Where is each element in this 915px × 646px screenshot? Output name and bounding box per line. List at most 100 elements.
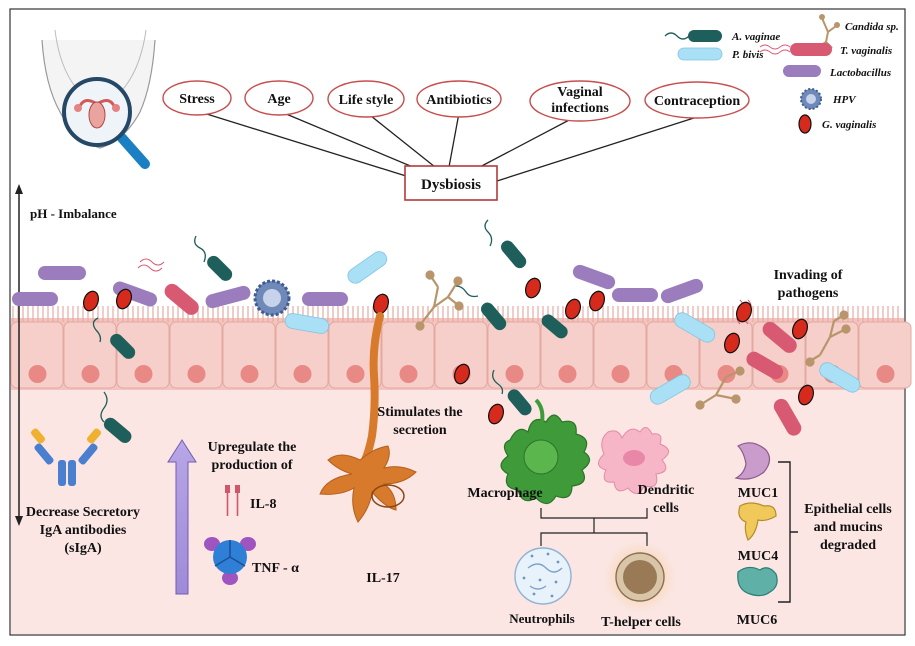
legend-a-vaginae-label: A. vaginae [731, 31, 780, 43]
legend-g-vaginalis-label: G. vaginalis [822, 119, 876, 131]
cell-nucleus [28, 365, 47, 383]
g-vaginalis-group [82, 277, 815, 425]
cell-nucleus [717, 365, 736, 383]
a-vaginae [92, 317, 136, 359]
cell-nucleus [346, 365, 365, 383]
t-helper-cell-icon [604, 541, 676, 613]
factor-antibiotics-label: Antibiotics [426, 93, 492, 108]
lactobacillus [112, 281, 158, 307]
legend: A. vaginae P. bivis Candida sp. T. vagin… [664, 14, 899, 134]
muc1-icon [734, 442, 771, 480]
cell-nucleus [611, 365, 630, 383]
t-vaginalis [164, 283, 199, 315]
siga-label-3: (sIgA) [64, 541, 102, 556]
magnifier-icon [62, 77, 150, 169]
ph-imbalance-label: pH - Imbalance [30, 206, 117, 221]
lactobacillus [660, 278, 704, 304]
cell-nucleus [399, 365, 418, 383]
legend-lactobacillus-label: Lactobacillus [829, 67, 891, 79]
dendritic-label-1: Dendritic [638, 483, 695, 498]
muc4-icon [738, 502, 777, 541]
epithelial-cell [63, 321, 117, 389]
epithelial-label-1: Epithelial cells [804, 502, 892, 517]
legend-candida: Candida sp. [816, 14, 899, 50]
epithelial-cell [858, 321, 912, 389]
factor-antibiotics: Antibiotics [416, 80, 502, 118]
factor-lifestyle-label: Life style [339, 93, 394, 108]
cell-nucleus [558, 365, 577, 383]
cell-nucleus [293, 365, 312, 383]
legend-p-bivis-label: P. bivis [732, 49, 764, 61]
legend-hpv-label: HPV [832, 94, 857, 106]
legend-t-vaginalis: T. vaginalis [759, 43, 892, 57]
p-bivis [347, 251, 388, 284]
factor-stress: Stress [162, 80, 232, 116]
epithelial-cell [169, 321, 223, 389]
epithelial-cell [434, 321, 488, 389]
t-vaginalis [773, 398, 802, 436]
upregulate-label-2: production of [211, 458, 292, 473]
siga-label-1: Decrease Secretory [26, 505, 140, 520]
macrophage-icon [500, 398, 591, 505]
legend-a-vaginae: A. vaginae [664, 30, 780, 43]
neutrophils-label: Neutrophils [509, 611, 575, 626]
factor-contraception: Contraception [644, 81, 750, 119]
lactobacillus [572, 264, 616, 290]
invading-label-1: Invading of [774, 268, 843, 283]
factor-lifestyle: Life style [327, 80, 405, 118]
factor-vaginal-infections-label-1: Vaginal [557, 85, 603, 100]
p-bivis [674, 312, 716, 343]
cell-nucleus [81, 365, 100, 383]
a-vaginae [455, 285, 507, 331]
a-vaginae [484, 219, 527, 269]
dysbiosis-label: Dysbiosis [421, 177, 481, 193]
il17-label: IL-17 [366, 571, 399, 586]
mucin-bracket [778, 461, 798, 603]
factor-age: Age [244, 80, 314, 116]
immune-connectors [540, 508, 648, 546]
stimulates-label-2: secretion [393, 423, 447, 438]
tnf-label: TNF - α [252, 561, 299, 576]
lactobacillus [205, 285, 251, 309]
epithelial-cell [593, 321, 647, 389]
legend-t-vaginalis-label: T. vaginalis [840, 45, 892, 57]
cell-nucleus [134, 365, 153, 383]
factor-vaginal-infections: Vaginal infections [529, 80, 631, 122]
lactobacillus [302, 292, 348, 306]
lactobacillus [612, 288, 658, 302]
lactobacillus [38, 266, 86, 280]
legend-lactobacillus: Lactobacillus [783, 65, 891, 79]
factor-vaginal-infections-label-2: infections [551, 101, 609, 116]
dysbiosis-box: Dysbiosis [404, 165, 498, 201]
neutrophil-icon [514, 547, 572, 605]
epithelial-label-2: and mucins [814, 520, 883, 535]
candida [805, 310, 851, 367]
legend-candida-label: Candida sp. [845, 21, 899, 33]
epithelial-cell [222, 321, 276, 389]
a-vaginae [194, 235, 233, 281]
legend-g-vaginalis: G. vaginalis [798, 114, 876, 134]
t-vaginalis [762, 321, 797, 353]
upregulate-label-1: Upregulate the [208, 440, 297, 455]
factor-connectors [196, 110, 698, 182]
antibody-icon [31, 391, 132, 486]
muc1-label: MUC1 [738, 486, 778, 501]
cell-nucleus [240, 365, 259, 383]
muc6-icon [737, 566, 778, 597]
p-bivis [819, 362, 861, 393]
bacteria-layer [12, 219, 861, 436]
cell-nucleus [505, 365, 524, 383]
factor-stress-label: Stress [179, 92, 215, 107]
il8-label: IL-8 [250, 497, 276, 512]
cell-nucleus [187, 365, 206, 383]
epithelial-label-3: degraded [820, 538, 876, 553]
lactobacillus [12, 292, 58, 306]
candida [415, 270, 464, 331]
cell-nucleus [876, 365, 895, 383]
muc6-label: MUC6 [737, 613, 777, 628]
ph-imbalance-arrow [15, 184, 23, 526]
muc4-label: MUC4 [738, 549, 778, 564]
tnf-icon [204, 537, 256, 585]
